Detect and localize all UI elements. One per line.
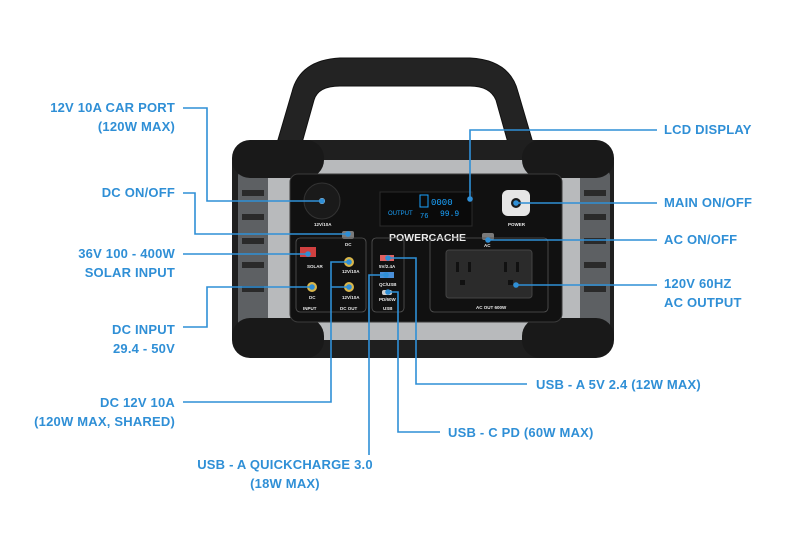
usb-a-leader (388, 257, 527, 385)
solar-label: SOLAR (307, 264, 324, 269)
usb-label: USB (383, 306, 393, 311)
ac-out-label: AC OUT 600W (476, 305, 507, 310)
bumper-bottom-right (522, 318, 614, 358)
dc-input-leader (183, 286, 312, 328)
callout-dc-12v-line2: (120W MAX, SHARED) (34, 414, 175, 429)
bumper-bottom-left (232, 318, 324, 358)
input-label: INPUT (303, 306, 317, 311)
callout-car-port-line1: 12V 10A CAR PORT (50, 100, 175, 115)
callout-main-on-off: MAIN ON/OFF (664, 193, 752, 212)
callout-usb-pd-line1: USB - C PD (60W MAX) (448, 425, 594, 440)
lcd-leader (469, 129, 657, 199)
lcd-value-bottom: 99.9 (440, 210, 459, 219)
callout-usb-a: USB - A 5V 2.4 (12W MAX) (536, 375, 701, 394)
callout-ac-output-line2: AC OUTPUT (664, 295, 742, 310)
callout-ac-output: 120V 60HZ AC OUTPUT (664, 274, 742, 312)
callout-dc-input: DC INPUT 29.4 - 50V (112, 320, 175, 358)
lcd-output-text: OUTPUT (388, 211, 413, 217)
usb-qc-leader (368, 274, 386, 455)
dc-out-label: DC OUT (340, 306, 357, 311)
callout-dc-12v: DC 12V 10A (120W MAX, SHARED) (34, 393, 175, 431)
bumper-top-left (232, 140, 324, 178)
bumper-top-right (522, 140, 614, 178)
callout-dc-input-line1: DC INPUT (112, 322, 175, 337)
dc-12v-leader (183, 261, 349, 403)
brand-logo: POWERCACHE (389, 232, 466, 244)
power-label: POWER (508, 222, 526, 227)
callout-car-port-line2: (120W MAX) (97, 119, 175, 134)
dc-on-off-leader (183, 192, 348, 235)
usb-5v-label: 5V/2.4A (379, 264, 396, 269)
ac-outlet (445, 249, 533, 299)
callout-main-on-off-line1: MAIN ON/OFF (664, 195, 753, 210)
callout-ac-output-line1: 120V 60HZ (664, 276, 732, 291)
callout-usb-pd: USB - C PD (60W MAX) (448, 423, 594, 442)
dc-label: DC (345, 242, 352, 247)
car-port-label: 12V/10A (314, 222, 332, 227)
callout-usb-qc-line1: USB - A QUICKCHARGE 3.0 (197, 457, 373, 472)
usb-pd-leader (388, 291, 440, 433)
callout-ac-on-off-line1: AC ON/OFF (664, 232, 738, 247)
callout-dc-on-off: DC ON/OFF (102, 183, 175, 202)
callout-dc-12v-line1: DC 12V 10A (100, 395, 175, 410)
ac-label: AC (484, 243, 491, 248)
callout-dc-input-line2: 29.4 - 50V (113, 341, 175, 356)
callout-solar-input: 36V 100 - 400W SOLAR INPUT (78, 244, 175, 282)
dc-input-label: DC (309, 295, 316, 300)
lcd-value-top: 0000 (431, 198, 453, 208)
usb-qc-label: QC/USB (379, 282, 397, 287)
callout-solar-input-line2: SOLAR INPUT (84, 265, 175, 280)
callout-usb-a-line1: USB - A 5V 2.4 (12W MAX) (536, 377, 701, 392)
callout-ac-on-off: AC ON/OFF (664, 230, 737, 249)
callout-lcd: LCD DISPLAY (664, 120, 752, 139)
dc-out-top-label: 12V/10A (342, 269, 360, 274)
dc-out-bottom-label: 12V/10A (342, 295, 360, 300)
usb-pd-label: PD/60W (379, 297, 397, 302)
lcd-percent: 76 (420, 213, 428, 221)
callout-solar-input-line1: 36V 100 - 400W (78, 246, 175, 261)
callout-lcd-line1: LCD DISPLAY (664, 122, 752, 137)
callout-dc-on-off-line1: DC ON/OFF (101, 185, 175, 200)
callout-usb-qc-line2: (18W MAX) (250, 476, 320, 491)
car-port-leader (183, 107, 322, 202)
lcd-screen (379, 191, 473, 227)
callout-car-port: 12V 10A CAR PORT (120W MAX) (50, 98, 175, 136)
callout-usb-qc: USB - A QUICKCHARGE 3.0 (18W MAX) (190, 455, 380, 493)
